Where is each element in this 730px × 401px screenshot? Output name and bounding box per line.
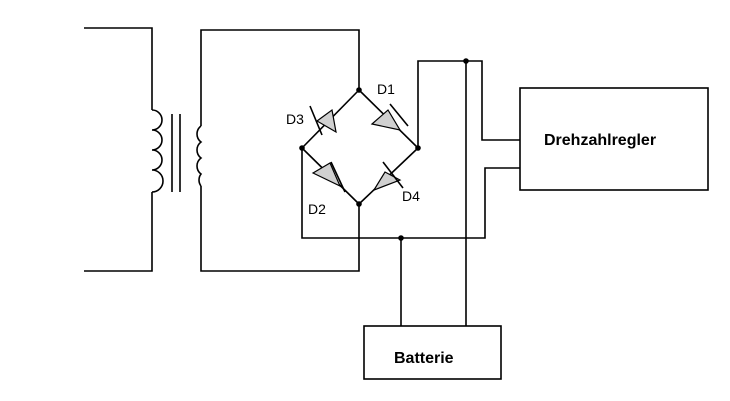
secondary-winding [196,125,203,187]
battery-label: Batterie [394,350,454,367]
dc-output-wiring [301,60,520,326]
speed-controller-block: Drehzahlregler [519,87,709,191]
junction-dots [299,58,469,241]
battery-block: Batterie [363,325,502,380]
bridge-rectifier [301,89,419,205]
speed-controller-label: Drehzahlregler [544,132,656,149]
transformer [151,109,203,193]
diode-d3 [309,105,337,136]
diode-label-d3: D3 [286,111,304,127]
diode-label-d4: D4 [402,188,420,204]
transformer-primary-leads [84,27,153,272]
primary-winding [151,109,164,193]
diode-label-d2: D2 [308,201,326,217]
diode-label-d1: D1 [377,81,395,97]
diode-d4 [372,161,404,192]
diode-d1 [370,103,409,131]
diode-d2 [311,161,346,193]
secondary-wiring [200,29,360,272]
